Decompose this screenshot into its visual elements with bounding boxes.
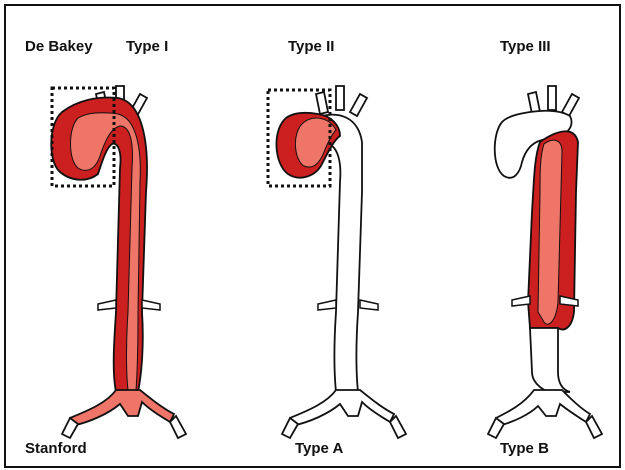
aorta-type-i [51, 86, 186, 438]
aorta-type-iii [488, 86, 602, 438]
aorta-type-ii [276, 86, 406, 438]
